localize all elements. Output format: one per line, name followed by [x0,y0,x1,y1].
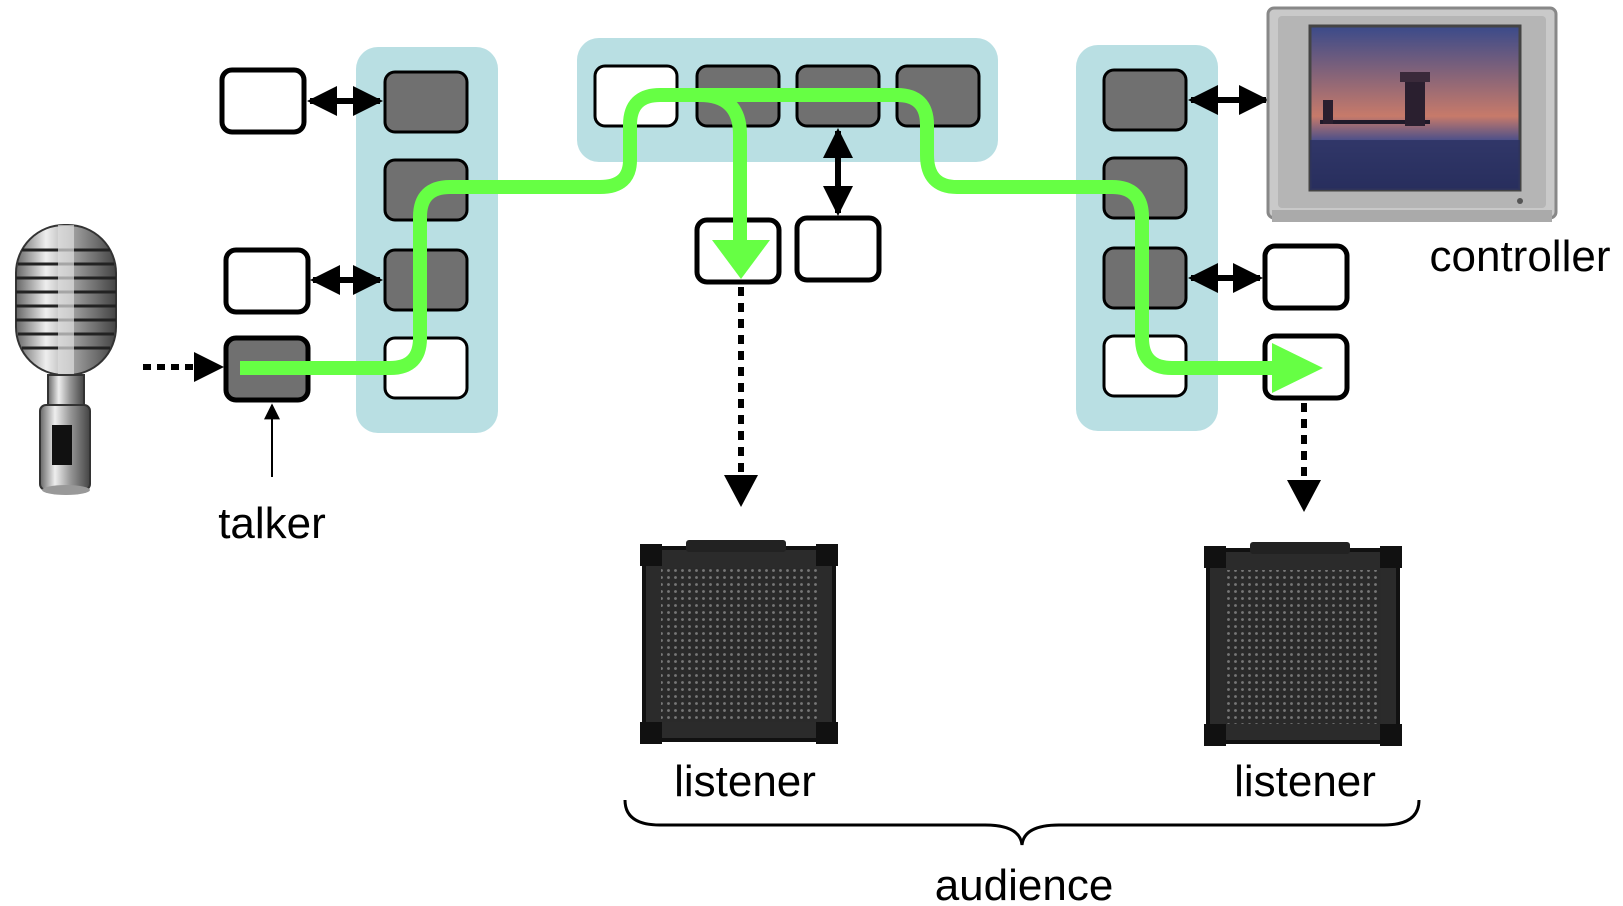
stream-path-main [240,88,1280,375]
bridge-left-port-1 [383,70,469,134]
stream-path [240,88,1280,375]
television-icon [1266,6,1558,222]
dotted-arrow-mic-head [194,352,224,382]
microphone-icon [15,224,117,495]
stream-path-branch [699,88,747,240]
listener-label-right: listener [1234,757,1376,806]
speaker-amplifier-icon [640,540,838,744]
end-station-top-left [219,67,307,135]
dotted-arrow-left-listener-head [724,475,758,507]
audience-label: audience [935,861,1114,906]
speaker-amplifier-icon [1204,542,1402,746]
stream-arrowhead-right-listener [1272,343,1323,393]
listener-label-left: listener [674,757,816,806]
link-arrows [307,85,1269,295]
audience-brace [623,799,1421,846]
stream-arrowhead-left-listener [712,240,770,279]
dotted-arrow-right-listener-head [1287,480,1321,512]
end-station-center [794,215,882,283]
end-station-mid-right [1262,243,1350,311]
talker-label: talker [218,499,326,548]
bridge-right-port-1 [1102,68,1188,132]
controller-label: controller [1430,232,1611,281]
end-station-mid-left [223,247,311,315]
dotted-arrows [143,287,1321,512]
